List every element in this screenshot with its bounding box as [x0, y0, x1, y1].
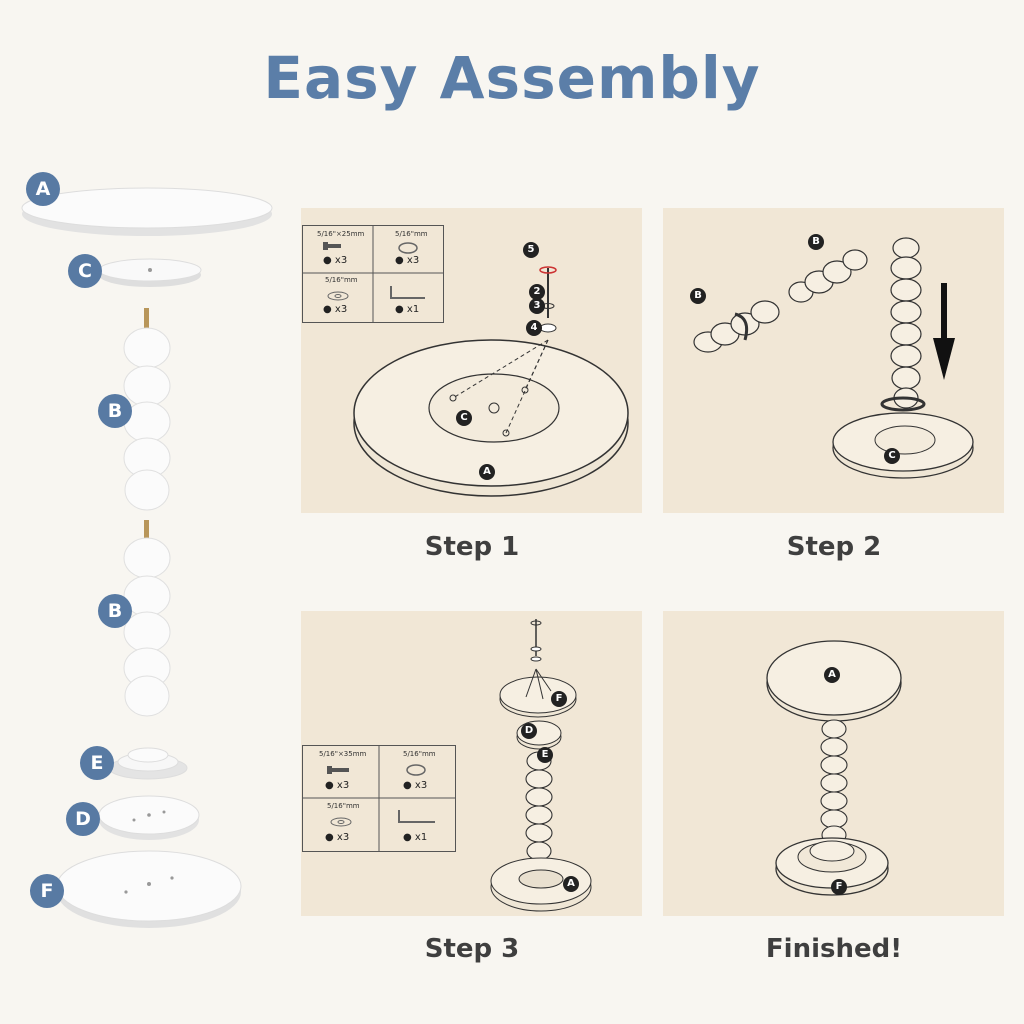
washer-b-qty-3-text: x3 — [336, 832, 350, 843]
washer-b-size-label-3: 5/16"mm — [327, 802, 360, 810]
step3-illustration — [490, 619, 592, 912]
washer-a-size-label: 5/16"mm — [395, 230, 428, 238]
part-d-base-plate — [98, 792, 202, 842]
bolt-qty-3: ● x3 — [325, 780, 350, 791]
part-e-base-cap — [108, 742, 190, 782]
step1-illustration — [353, 266, 629, 497]
step-1-panel: 5/16"×25mm ● x3 5/16"mm ● x3 5/16"mm ● x… — [301, 208, 642, 513]
wrench-qty: ● x1 — [395, 304, 420, 315]
step3-label-e: E — [537, 747, 553, 763]
bolt-size-label-3: 5/16"×35mm — [319, 750, 367, 758]
hardware-table-step1: 5/16"×25mm ● x3 5/16"mm ● x3 5/16"mm ● x… — [302, 225, 444, 323]
finished-illustration — [766, 640, 902, 896]
bolt-qty-3-text: x3 — [336, 780, 350, 791]
washer-b-qty-3: ● x3 — [325, 832, 350, 843]
washer-b-qty: ● x3 — [323, 304, 348, 315]
step-2-panel: B B C — [663, 208, 1004, 513]
washer-b-qty-text: x3 — [334, 304, 348, 315]
page-title: Easy Assembly — [263, 44, 761, 112]
washer-a-qty-text: x3 — [406, 255, 420, 266]
step1-label-c: C — [456, 410, 472, 426]
step2-label-b-top: B — [808, 234, 824, 250]
badge-e: E — [80, 746, 114, 780]
wrench-qty-text: x1 — [406, 304, 420, 315]
step2-illustration — [693, 237, 974, 479]
finished-label-a: A — [824, 667, 840, 683]
badge-b-lower: B — [98, 594, 132, 628]
bolt-size-label: 5/16"×25mm — [317, 230, 365, 238]
hardware-table-step3: 5/16"×35mm ● x3 5/16"mm ● x3 5/16"mm ● x… — [302, 745, 456, 852]
step1-label-a: A — [479, 464, 495, 480]
step-3-panel: 5/16"×35mm ● x3 5/16"mm ● x3 5/16"mm ● x… — [301, 611, 642, 916]
step1-label-2: 2 — [529, 284, 545, 300]
washer-b-size-label: 5/16"mm — [325, 276, 358, 284]
part-f-base — [56, 848, 244, 930]
part-a-tabletop — [20, 186, 276, 238]
step-3-caption: Step 3 — [424, 934, 520, 964]
part-b-column-lower — [118, 520, 176, 720]
step1-label-5: 5 — [523, 242, 539, 258]
step3-label-a: A — [563, 876, 579, 892]
part-b-column-upper — [118, 308, 176, 516]
washer-a-size-label-3: 5/16"mm — [403, 750, 436, 758]
wrench-qty-3-text: x1 — [414, 832, 428, 843]
finished-caption: Finished! — [765, 934, 903, 964]
badge-f: F — [30, 874, 64, 908]
badge-d: D — [66, 802, 100, 836]
step3-label-d: D — [521, 723, 537, 739]
step-1-caption: Step 1 — [424, 532, 520, 562]
washer-a-qty: ● x3 — [395, 255, 420, 266]
step3-label-f: F — [551, 691, 567, 707]
badge-b-upper: B — [98, 394, 132, 428]
step1-label-4: 4 — [526, 320, 542, 336]
step2-label-b-left: B — [690, 288, 706, 304]
finished-label-f: F — [831, 879, 847, 895]
washer-a-qty-3-text: x3 — [414, 780, 428, 791]
step2-label-c: C — [884, 448, 900, 464]
badge-c: C — [68, 254, 102, 288]
wrench-qty-3: ● x1 — [403, 832, 428, 843]
badge-a: A — [26, 172, 60, 206]
finished-panel: A F — [663, 611, 1004, 916]
step1-label-3: 3 — [529, 298, 545, 314]
washer-a-qty-3: ● x3 — [403, 780, 428, 791]
bolt-qty-text: x3 — [334, 255, 348, 266]
part-c-plate — [98, 256, 204, 290]
step-2-caption: Step 2 — [786, 532, 882, 562]
bolt-qty: ● x3 — [323, 255, 348, 266]
